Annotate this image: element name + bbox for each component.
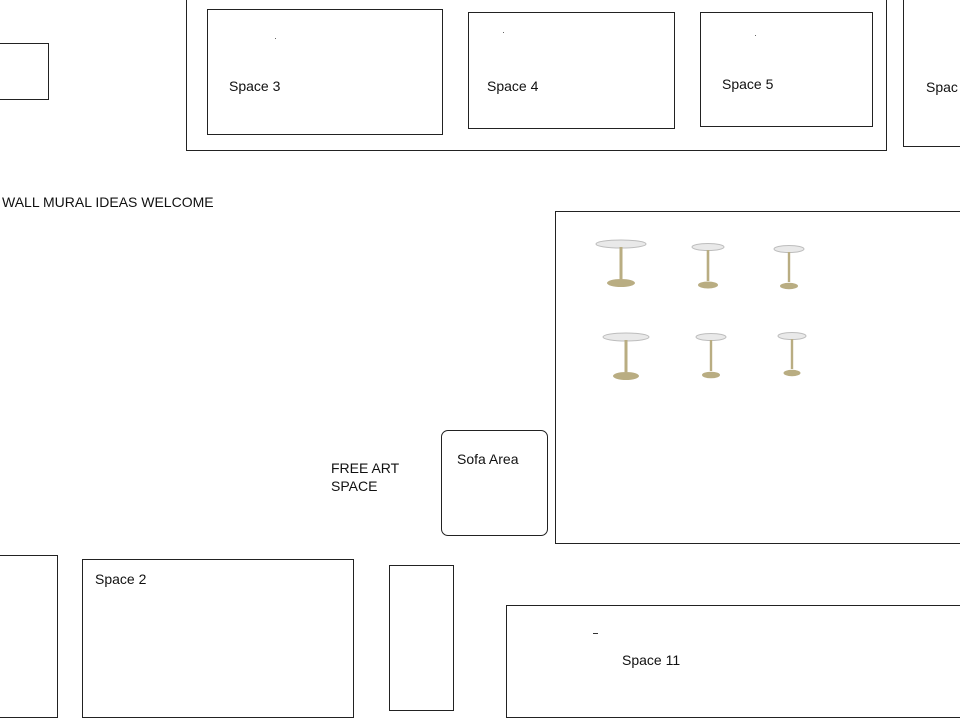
space-2-label: Space 2 (95, 571, 147, 587)
space-3-label: Space 3 (229, 78, 281, 94)
pedestal-table-icon (601, 332, 651, 382)
space-5-label: Space 5 (722, 76, 774, 92)
space-5-speck (755, 35, 756, 36)
space-3-box[interactable] (207, 9, 443, 135)
space-6-box-partial[interactable] (903, 0, 960, 147)
pedestal-table-icon (694, 332, 728, 380)
sofa-area-box[interactable] (441, 430, 548, 536)
space-6-partial-label: Spac (926, 79, 958, 95)
pedestal-table-icon (776, 331, 808, 378)
space-4-box[interactable] (468, 12, 675, 129)
space-2-box[interactable] (82, 559, 354, 718)
pedestal-table-icon (690, 242, 726, 290)
space-11-box[interactable] (506, 605, 960, 718)
space-11-mark (593, 633, 598, 634)
pedestal-table-icon (772, 244, 806, 291)
pedestal-table-icon (594, 239, 648, 289)
sofa-area-label: Sofa Area (457, 451, 519, 467)
space-4-speck (503, 32, 504, 33)
top-left-space (0, 43, 49, 100)
narrow-bottom-space[interactable] (389, 565, 454, 711)
wall-mural-label: WALL MURAL IDEAS WELCOME (2, 194, 214, 210)
bottom-left-partial-space[interactable] (0, 555, 58, 718)
cafe-table-area (555, 211, 960, 544)
space-5-box[interactable] (700, 12, 873, 127)
top-spaces-outline (186, 0, 887, 151)
space-3-speck (275, 38, 276, 39)
free-art-space-label: FREE ART SPACE (331, 460, 399, 494)
space-11-label: Space 11 (622, 652, 681, 668)
space-4-label: Space 4 (487, 78, 539, 94)
